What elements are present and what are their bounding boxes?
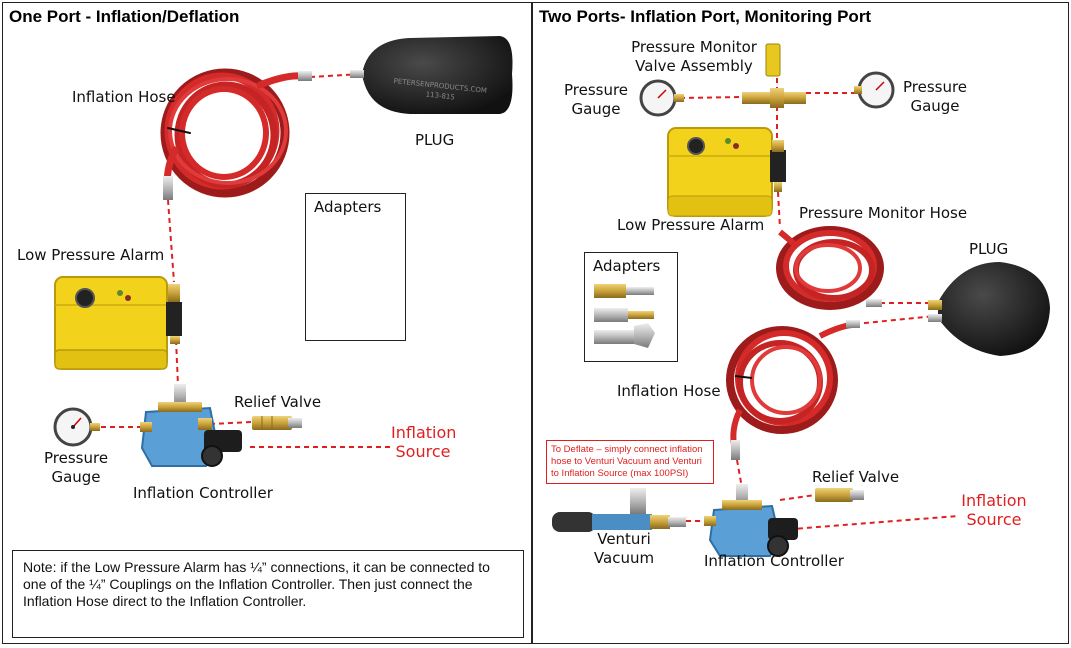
left-label-low-pressure-alarm: Low Pressure Alarm	[17, 246, 165, 264]
left-note-box: Note: if the Low Pressure Alarm has ¼” c…	[12, 550, 524, 638]
right-label-low-pressure-alarm: Low Pressure Alarm	[617, 216, 765, 234]
right-label-pressure-monitor-hose: Pressure Monitor Hose	[799, 204, 968, 222]
right-label-inflation-hose: Inflation Hose	[617, 382, 721, 400]
right-label-pressure-monitor-valve-assembly: Pressure Monitor Valve Assembly	[624, 38, 764, 76]
right-label-pressure-gauge-right: Pressure Gauge	[902, 78, 968, 116]
right-adapters-title: Adapters	[593, 257, 661, 275]
left-inflation-source-line2: Source	[395, 442, 451, 461]
right-pressure-monitor-line2: Valve Assembly	[635, 57, 753, 75]
left-adapters-title: Adapters	[314, 198, 382, 216]
left-label-pressure-gauge: Pressure Gauge	[44, 449, 108, 487]
right-label-plug: PLUG	[969, 240, 1009, 258]
right-adapters-box: Adapters	[584, 252, 678, 362]
left-label-inflation-source: Inflation Source	[391, 423, 457, 461]
right-pressure-monitor-line1: Pressure Monitor	[631, 38, 757, 56]
right-label-relief-valve: Relief Valve	[812, 468, 900, 486]
right-inflation-source-line2: Source	[966, 510, 1022, 529]
right-panel-title: Two Ports- Inflation Port, Monitoring Po…	[539, 7, 872, 26]
left-panel-title: One Port - Inflation/Deflation	[9, 7, 240, 26]
right-inflation-source-line1: Inflation	[961, 491, 1027, 510]
right-label-venturi-vacuum: Venturi Vacuum	[585, 530, 663, 568]
left-label-inflation-controller: Inflation Controller	[133, 484, 273, 502]
right-label-inflation-controller: Inflation Controller	[704, 552, 844, 570]
left-label-inflation-hose: Inflation Hose	[72, 88, 176, 106]
right-venturi-line2: Vacuum	[593, 549, 655, 567]
left-pressure-gauge-line2: Gauge	[51, 468, 101, 486]
right-label-pressure-gauge-left: Pressure Gauge	[563, 81, 629, 119]
right-pressure-gauge-right-line1: Pressure	[902, 78, 968, 96]
left-pressure-gauge-line1: Pressure	[44, 449, 109, 467]
left-label-relief-valve: Relief Valve	[234, 393, 322, 411]
right-pressure-gauge-left-line2: Gauge	[571, 100, 621, 118]
right-deflate-note: To Deflate – simply connect inflation ho…	[546, 440, 714, 484]
left-inflation-source-line1: Inflation	[391, 423, 457, 442]
right-venturi-line1: Venturi	[597, 530, 651, 548]
left-label-plug: PLUG	[415, 131, 455, 149]
left-adapters-box: Adapters	[305, 193, 406, 341]
right-pressure-gauge-right-line2: Gauge	[910, 97, 960, 115]
right-pressure-gauge-left-line1: Pressure	[563, 81, 629, 99]
right-label-inflation-source: Inflation Source	[959, 491, 1029, 529]
